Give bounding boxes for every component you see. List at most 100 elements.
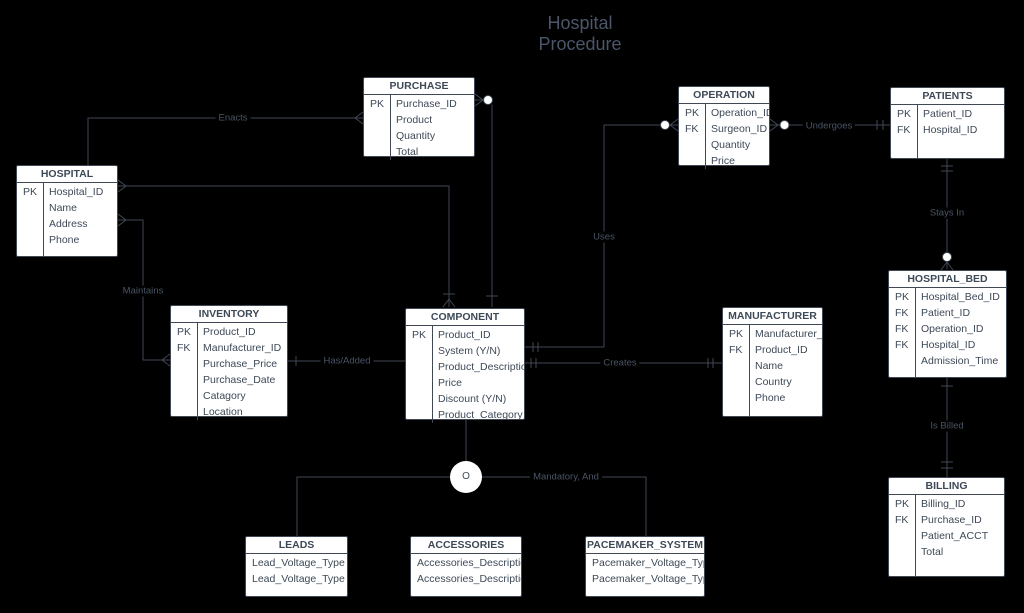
- diagram-title: Hospital Procedure: [505, 13, 655, 55]
- entity-attribute-row: Catagory: [171, 388, 287, 404]
- attribute-name: Lead_Voltage_Type: [252, 557, 345, 569]
- key-label: [17, 200, 44, 216]
- diagram-title-line2: Procedure: [538, 34, 622, 54]
- attribute-name: Patient_ID: [921, 307, 971, 319]
- or-connector-circle: [450, 461, 482, 493]
- entity-title: PACEMAKER_SYSTEM: [586, 537, 704, 554]
- key-label: [889, 353, 916, 369]
- entity-attribute-row: PK Operation_ID: [679, 105, 769, 121]
- attribute-name: Operation_ID: [921, 323, 984, 335]
- attribute-name: Total: [396, 146, 419, 158]
- attribute-name: Price: [438, 377, 462, 389]
- attribute-name: Surgeon_ID: [711, 123, 768, 135]
- attribute-name: Total: [921, 546, 944, 558]
- key-label: FK: [895, 307, 909, 319]
- attribute-name: Product_Category: [438, 409, 523, 421]
- entity-title: ACCESSORIES: [411, 537, 521, 554]
- key-label: FK: [729, 344, 743, 356]
- attribute-name: Catagory: [203, 390, 246, 402]
- relationship-label-mandatory-and: Mandatory, And: [530, 471, 602, 483]
- entity-title: PURCHASE: [364, 78, 474, 95]
- key-label: PK: [23, 186, 38, 198]
- key-label: [723, 390, 750, 406]
- key-label: PK: [177, 326, 192, 338]
- entity-attribute-row: Location: [171, 404, 287, 420]
- attribute-name: Purchase_Date: [203, 374, 276, 386]
- entity-attribute-row: FK Patient_ID: [889, 305, 1006, 321]
- attribute-name: Name: [49, 202, 78, 214]
- key-label: [406, 391, 433, 407]
- attribute-name: Pacemaker_Voltage_Type: [592, 573, 704, 585]
- key-label: PK: [895, 291, 910, 303]
- entity-title: BILLING: [889, 478, 1004, 495]
- key-label: PK: [685, 107, 700, 119]
- key-label: [171, 388, 198, 404]
- key-label: [171, 356, 198, 372]
- key-label: FK: [897, 124, 911, 136]
- attribute-name: Discount (Y/N): [438, 393, 507, 405]
- entity-manufacturer[interactable]: MANUFACTURERPKManufacturer_IDFKProduct_I…: [722, 307, 823, 417]
- key-label: [171, 404, 198, 420]
- attribute-name: Patient_ACCT: [921, 530, 989, 542]
- entity-attribute-row: Product_Category: [406, 407, 524, 423]
- entity-title: INVENTORY: [171, 306, 287, 323]
- attribute-name: Address: [49, 218, 88, 230]
- relationship-stays-in-line: [940, 159, 954, 271]
- entity-attribute-row: FK Operation_ID: [889, 321, 1006, 337]
- entity-attribute-row: Phone: [17, 232, 117, 248]
- entity-attribute-row: Lead_Voltage_Type: [246, 571, 347, 587]
- attribute-name: Lead_Voltage_Type: [252, 573, 345, 585]
- attribute-name: Location: [203, 406, 243, 418]
- relationship-label-has-added: Has/Added: [320, 355, 374, 367]
- entity-attribute-row: Price: [679, 153, 769, 169]
- relationship-label-enacts: Enacts: [215, 112, 251, 124]
- key-label: [17, 232, 44, 248]
- key-label: FK: [895, 339, 909, 351]
- attribute-name: Hospital_ID: [49, 186, 104, 198]
- key-label: [723, 358, 750, 374]
- entity-attribute-row: Discount (Y/N): [406, 391, 524, 407]
- key-label: FK: [895, 323, 909, 335]
- relationship-label-creates: Creates: [600, 357, 640, 369]
- attribute-name: Patient_ID: [923, 108, 973, 120]
- key-label: [406, 343, 433, 359]
- key-label: [679, 153, 706, 169]
- key-label: [171, 372, 198, 388]
- attribute-name: Operation_ID: [711, 107, 769, 119]
- attribute-name: System (Y/N): [438, 345, 501, 357]
- entity-attribute-row: Total: [364, 144, 474, 160]
- relationship-purchase-component-line: [474, 93, 498, 307]
- attribute-name: Product_ID: [755, 344, 808, 356]
- entity-attribute-row: FK Product_ID: [723, 342, 822, 358]
- attribute-name: Manufacturer_ID: [755, 328, 822, 340]
- relationship-label-maintains: Maintains: [119, 285, 167, 297]
- relationship-label-uses: Uses: [590, 231, 618, 243]
- attribute-name: Hospital_Bed_ID: [921, 291, 1000, 303]
- key-label: [679, 137, 706, 153]
- key-label: FK: [685, 123, 699, 135]
- entity-attribute-row: PK Hospital_ID: [17, 184, 117, 200]
- entity-attribute-row: Product: [364, 112, 474, 128]
- attribute-name: Purchase_Price: [203, 358, 278, 370]
- entity-attribute-row: PK Hospital_Bed_ID: [889, 289, 1006, 305]
